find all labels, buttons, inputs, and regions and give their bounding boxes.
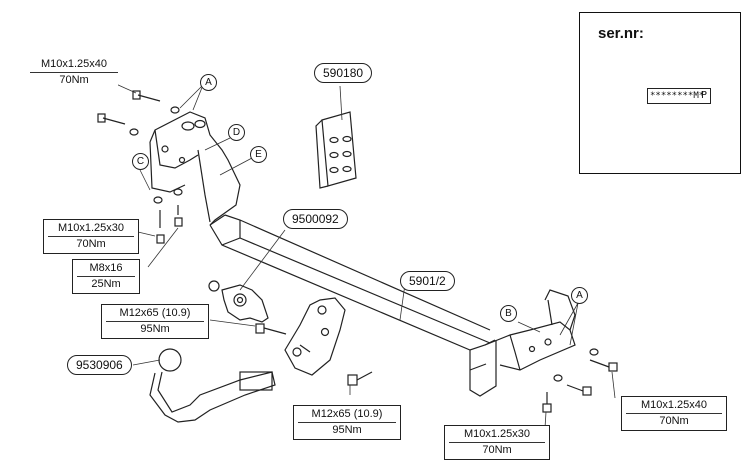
bolt-torque: 25Nm xyxy=(91,278,121,290)
bolt-torque: 95Nm xyxy=(332,424,362,436)
bolt-size: M10x1.25x30 xyxy=(463,428,531,440)
callout-letter-a-right: A xyxy=(571,287,588,304)
callout-letter-a-left: A xyxy=(200,74,217,91)
bolt-torque: 70Nm xyxy=(59,74,89,86)
bolt-size: M12x65 (10.9) xyxy=(311,408,383,420)
bolt-torque: 70Nm xyxy=(659,415,689,427)
part-number-bracket: 590180 xyxy=(314,63,373,83)
torque-label-bolt-left-mid: M10x1.25x30 70Nm xyxy=(43,219,139,254)
bolt-torque: 95Nm xyxy=(140,323,170,335)
serial-code-box: ********M* P xyxy=(647,88,711,104)
torque-label-bolt-right: M10x1.25x40 70Nm xyxy=(621,396,727,431)
torque-label-bolt-m8: M8x16 25Nm xyxy=(72,259,140,294)
part-number-bracket-plate: 9500092 xyxy=(283,209,348,229)
warning-icon xyxy=(660,22,702,60)
bolt-size: M12x65 (10.9) xyxy=(119,307,191,319)
part-number-towball: 9530906 xyxy=(67,355,132,375)
part-number-crossbar: 5901/2 xyxy=(400,271,455,291)
callout-letter-e: E xyxy=(250,146,267,163)
bolt-size: M10x1.25x30 xyxy=(57,222,125,234)
torque-label-bolt-m12-left: M12x65 (10.9) 95Nm xyxy=(101,304,209,339)
serial-code-letter: P xyxy=(700,90,707,101)
bolt-torque: 70Nm xyxy=(76,238,106,250)
torque-label-bolt-bottom-right: M10x1.25x30 70Nm xyxy=(444,425,550,460)
bolt-torque: 70Nm xyxy=(482,444,512,456)
bolt-size: M8x16 xyxy=(89,262,123,274)
torque-label-bolt-top-left: M10x1.25x40 70Nm xyxy=(30,58,118,87)
torque-label-bolt-m12-bottom: M12x65 (10.9) 95Nm xyxy=(293,405,401,440)
serial-number-title: ser.nr: xyxy=(598,25,644,42)
serial-code: ********M* xyxy=(650,91,705,101)
bolt-size: M10x1.25x40 xyxy=(640,399,708,411)
callout-letter-c: C xyxy=(132,153,149,170)
bolt-size: M10x1.25x40 xyxy=(40,58,108,70)
callout-letter-d: D xyxy=(228,124,245,141)
callout-letter-b: B xyxy=(500,305,517,322)
